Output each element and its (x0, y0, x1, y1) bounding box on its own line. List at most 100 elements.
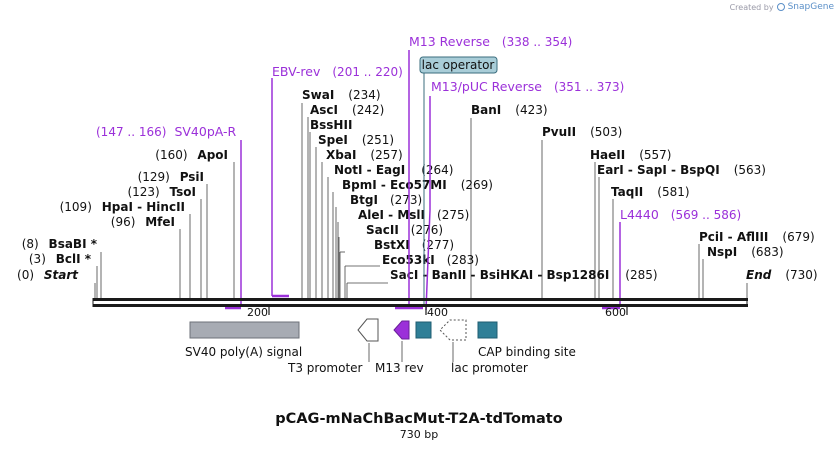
svg-text:(129) PsiI: (129) PsiI (138, 170, 204, 184)
site-position: (276) (411, 223, 443, 237)
feature-label-cap-binding-site: CAP binding site (478, 345, 576, 359)
site-label-tsoi: TsoI (170, 185, 196, 199)
site-label-taqii: TaqII (611, 185, 643, 199)
site-label-mfei: MfeI (145, 215, 175, 229)
middle-site-labels: SwaI(234) AscI(242) BssHII SpeI(251) Xba… (302, 88, 658, 282)
svg-text:BssHII: BssHII (310, 118, 352, 132)
sv40-polya-feature (189, 321, 300, 339)
svg-text:(109) HpaI - HincII: (109) HpaI - HincII (60, 200, 185, 214)
site-position: (283) (447, 253, 479, 267)
site-label-apoi: ApoI (197, 148, 228, 162)
primer-labels: (147 .. 166) SV40pA-R EBV-rev (201 .. 220)… (96, 34, 741, 222)
ruler-labels: 200 400 600 (247, 306, 626, 319)
svg-text:XbaI(257): XbaI(257) (326, 148, 403, 162)
svg-text:(3) BclI *: (3) BclI * (29, 252, 92, 266)
site-label-haeii: HaeII (590, 148, 625, 162)
site-position: (285) (625, 268, 657, 282)
site-position: (257) (370, 148, 402, 162)
site-label-sacii: SacII (366, 223, 399, 237)
svg-text:End(730): End(730) (746, 268, 818, 282)
site-label-hpai-hincii: HpaI - HincII (102, 200, 185, 214)
site-position: (242) (352, 103, 384, 117)
lac-promoter-arrow-icon (439, 319, 467, 341)
site-label-saci-group: SacI - BanII - BsiHKAI - Bsp1286I (390, 268, 609, 282)
site-leader-lines (94, 103, 748, 298)
svg-text:SacI - BanII - BsiHKAI - Bsp12: SacI - BanII - BsiHKAI - Bsp1286I (285) (390, 268, 658, 282)
primer-range: (338 .. 354) (502, 35, 572, 49)
site-position: (269) (461, 178, 493, 192)
lac-operator-box: lac operator (419, 56, 498, 74)
left-site-labels: (0) Start (3) BclI * (8) BsaBI * (96) Mf… (17, 148, 228, 282)
site-position: (109) (60, 200, 92, 214)
svg-text:M13/pUC Reverse(351 .. 373): M13/pUC Reverse(351 .. 373) (431, 79, 624, 94)
primer-range: (201 .. 220) (332, 65, 402, 79)
site-label-nspi: NspI (707, 245, 737, 259)
snapgene-brand-text: SnapGene (787, 2, 834, 12)
primer-label-ebv-rev: EBV-rev (272, 64, 321, 79)
feature-label-lac-promoter: lac promoter (451, 361, 528, 375)
svg-text:(96) MfeI: (96) MfeI (111, 215, 175, 229)
primer-range: (351 .. 373) (554, 80, 624, 94)
site-position: (251) (362, 133, 394, 147)
right-site-labels: BanI(423) PvuII(503) HaeII(557) EarI - S… (471, 103, 818, 282)
svg-text:(160) ApoI: (160) ApoI (155, 148, 228, 162)
site-label-pvuii: PvuII (542, 125, 576, 139)
svg-text:BpmI - Eco57MI(269): BpmI - Eco57MI (269) (342, 178, 493, 192)
snapgene-logo-icon (776, 3, 785, 11)
primer-range: (569 .. 586) (671, 208, 741, 222)
site-position: (234) (348, 88, 380, 102)
sequence-backbone (92, 298, 748, 307)
svg-text:SwaI(234): SwaI (234) (302, 88, 381, 102)
site-label-end: End (746, 268, 772, 282)
site-position: (503) (590, 125, 622, 139)
primer-label-m13-reverse: M13 Reverse (409, 34, 490, 49)
svg-text:BanI(423): BanI(423) (471, 103, 548, 117)
site-label-alei-msli: AleI - MslI (358, 208, 425, 222)
site-label-bpmi-eco57mi: BpmI - Eco57MI (342, 178, 447, 192)
site-label-swai: SwaI (302, 88, 334, 102)
primer-range: (147 .. 166) (96, 125, 166, 139)
feature-label-m13-rev: M13 rev (375, 361, 424, 375)
ruler-label-200: 200 (247, 306, 268, 319)
ruler-label-600: 600 (605, 306, 626, 319)
site-label-noti-eagi: NotI - EagI (334, 163, 405, 177)
site-position: (273) (390, 193, 422, 207)
site-position: (129) (138, 170, 170, 184)
branding: Created by SnapGene (730, 2, 834, 12)
primer-label-l4440: L4440 (620, 207, 659, 222)
site-position: (160) (155, 148, 187, 162)
svg-text:(8) BsaBI *: (8) BsaBI * (22, 237, 98, 251)
lac-operator-label: lac operator (422, 58, 495, 72)
site-position: (3) (29, 252, 46, 266)
feature-label-t3-promoter: T3 promoter (287, 361, 363, 375)
site-label-start: Start (44, 268, 79, 282)
svg-text:BtgI(273): BtgI(273) (350, 193, 422, 207)
feature-label-sv40-polya: SV40 poly(A) signal (185, 345, 302, 359)
site-label-bsabi: BsaBI * (49, 237, 98, 251)
svg-text:M13 Reverse(338 .. 354): M13 Reverse (338 .. 354) (409, 34, 572, 49)
site-label-bcli: BclI * (56, 252, 92, 266)
svg-text:SacII(276): SacII (276) (366, 223, 443, 237)
site-label-spei: SpeI (318, 133, 348, 147)
svg-text:TaqII(581): TaqII(581) (611, 185, 690, 199)
site-position: (0) (17, 268, 34, 282)
svg-text:EBV-rev(201 .. 220): EBV-rev (201 .. 220) (272, 64, 403, 79)
svg-text:(123) TsoI: (123) TsoI (127, 185, 196, 199)
lac-operator-feature (415, 321, 432, 339)
site-position: (275) (437, 208, 469, 222)
site-position: (264) (421, 163, 453, 177)
site-label-bsshii: BssHII (310, 118, 352, 132)
site-label-eari-sapi-bspqi: EarI - SapI - BspQI (597, 163, 720, 177)
svg-text:AleI - MslI(275): AleI - MslI (275) (358, 208, 469, 222)
svg-text:BstXI(277): BstXI(277) (374, 238, 454, 252)
primer-label-sv40pa-r: SV40pA-R (174, 124, 236, 139)
ruler-ticks (268, 307, 628, 315)
feature-labels: SV40 poly(A) signal T3 promoter M13 rev … (185, 345, 576, 375)
site-position: (683) (751, 245, 783, 259)
ruler-label-400: 400 (427, 306, 448, 319)
svg-text:L4440(569 .. 586): L4440 (569 .. 586) (620, 207, 741, 222)
site-position: (277) (422, 238, 454, 252)
features-track (189, 318, 498, 342)
site-position: (123) (127, 185, 159, 199)
